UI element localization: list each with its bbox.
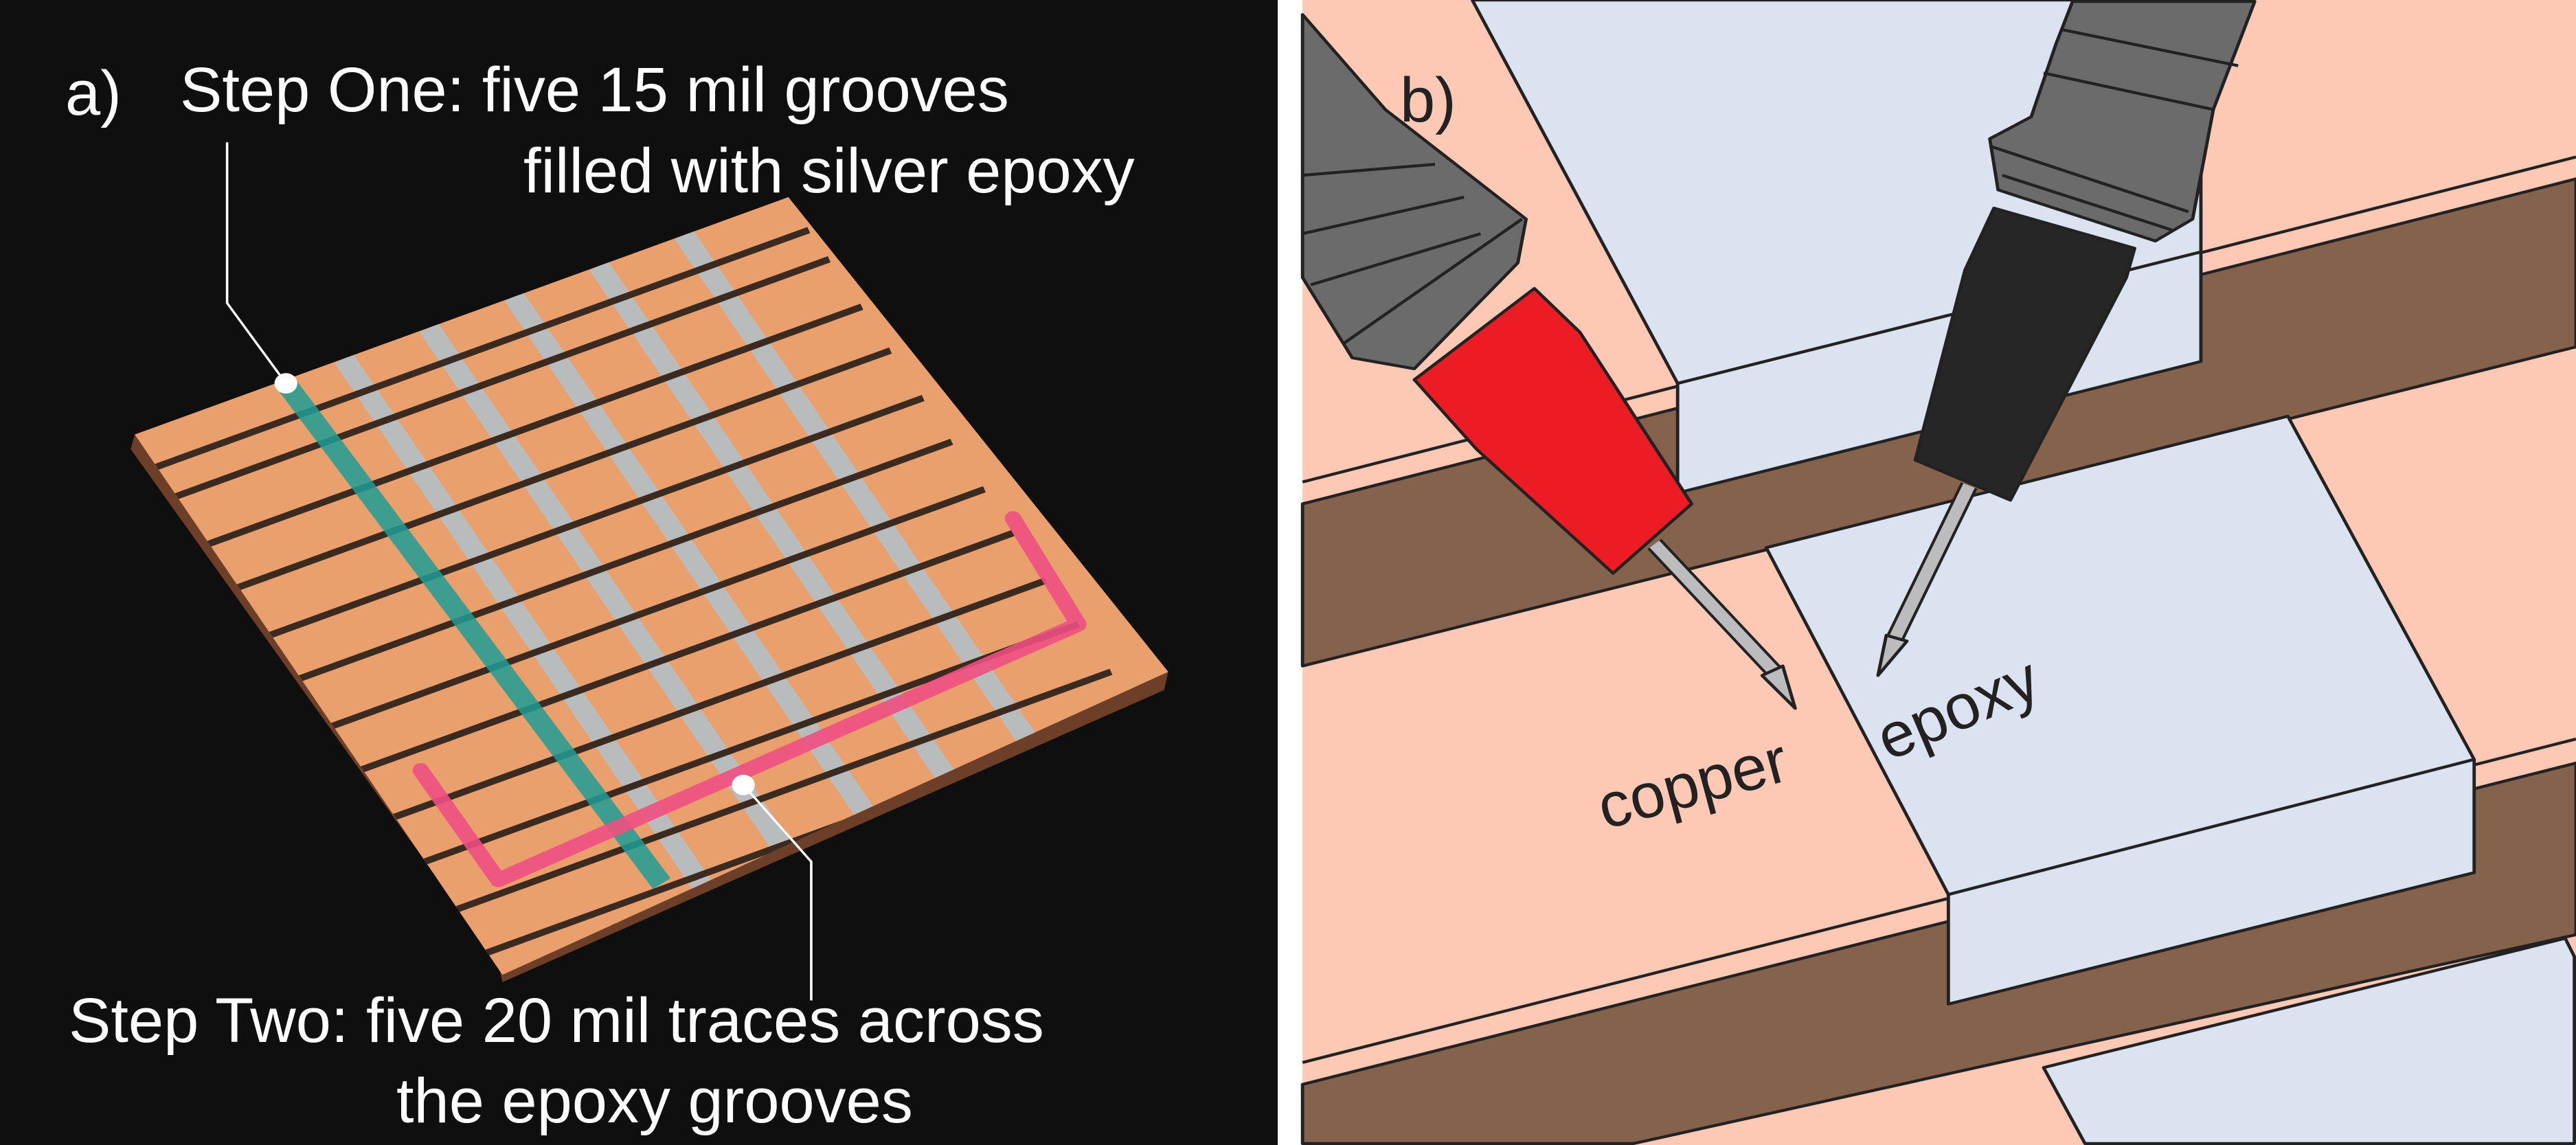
panel-b-diagram: b) copper epoxy — [1278, 0, 2576, 1145]
epoxy-groove-middle-front — [1946, 758, 2476, 1006]
red-probe-grip-rings — [1302, 163, 1524, 345]
black-probe-grip-rings — [1989, 27, 2239, 231]
black-probe-tip — [1876, 633, 1909, 677]
red-probe-needle — [1649, 540, 1780, 676]
red-probe-grip — [1300, 13, 1528, 371]
black-probe — [1876, 0, 2257, 677]
step-two-caption-line2: the epoxy grooves — [396, 1066, 913, 1136]
black-probe-body — [1913, 206, 2136, 502]
isolation-traces — [153, 227, 1142, 956]
pcb-photo-illustration — [131, 142, 1168, 1001]
step-one-leader-line — [225, 142, 287, 385]
red-probe — [1300, 13, 1797, 710]
step-one-caption-line1: Step One: five 15 mil grooves — [180, 55, 1009, 125]
probe-diagram — [1300, 0, 2576, 1145]
panel-a-photo: a) Step One: five 15 mil grooves filled … — [0, 0, 1278, 1145]
panel-a-label: a) — [65, 58, 122, 128]
epoxy-groove-lower — [2042, 937, 2576, 1145]
black-probe-needle — [1888, 483, 1975, 642]
pcb-board — [135, 197, 1168, 975]
step-two-caption-line1: Step Two: five 20 mil traces across — [69, 986, 1044, 1056]
red-probe-body — [1412, 286, 1694, 575]
red-probe-tip — [1760, 664, 1797, 710]
step-two-highlight — [412, 511, 1087, 887]
step-one-marker-dot — [274, 373, 297, 394]
step-one-highlight — [277, 378, 671, 889]
black-probe-grip — [1988, 0, 2257, 242]
panel-b-label: b) — [1400, 65, 1456, 135]
step-two-marker-dot — [732, 774, 755, 795]
step-one-caption-line2: filled with silver epoxy — [523, 136, 1135, 206]
step-two-leader-line — [742, 784, 813, 1001]
